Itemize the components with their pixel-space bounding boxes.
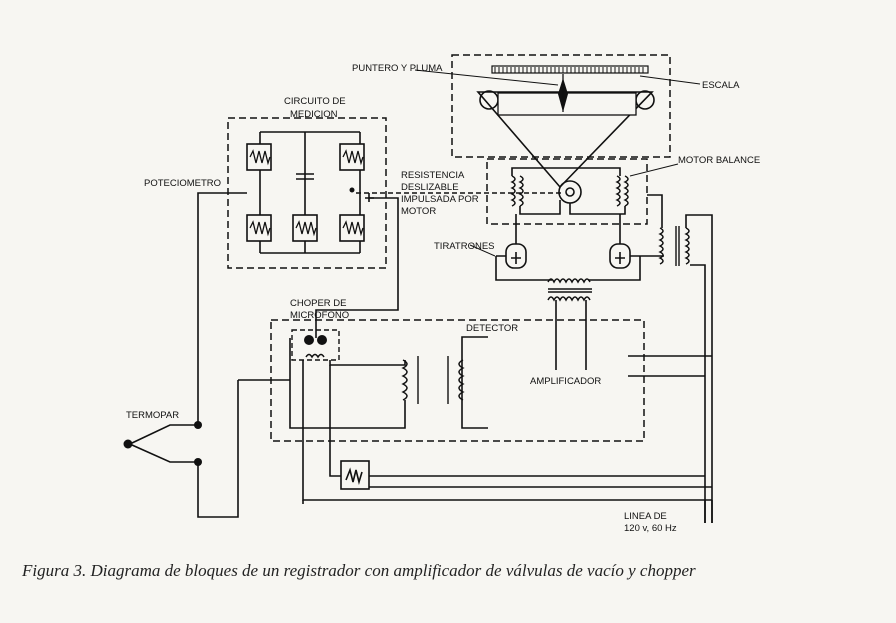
rotor xyxy=(558,180,582,204)
caption-text: Diagrama de bloques de un registrador co… xyxy=(90,561,696,580)
label-circuito-2: MEDICION xyxy=(290,109,338,120)
label-circuito-1: CIRCUITO DE xyxy=(284,96,346,107)
label-linea-2: 120 v, 60 Hz xyxy=(624,523,677,534)
chopper-box xyxy=(291,329,340,361)
label-linea-1: LINEA DE xyxy=(624,511,667,522)
figure-caption: Figura 3. Diagrama de bloques de un regi… xyxy=(22,561,882,581)
resistor xyxy=(292,214,318,242)
motor-coil-left xyxy=(510,175,516,207)
caption-label: Figura 3. xyxy=(22,561,87,580)
thermocouple xyxy=(123,421,202,466)
potentiometer-lead xyxy=(197,192,247,425)
label-detector: DETECTOR xyxy=(466,323,518,334)
slider-contact xyxy=(349,187,355,193)
resistor xyxy=(246,214,272,242)
label-resistencia-3: IMPULSADA POR xyxy=(401,194,479,205)
thyratrons xyxy=(469,194,713,523)
recorder-head xyxy=(414,54,701,189)
label-escala: ESCALA xyxy=(702,80,740,91)
motor-coil-right xyxy=(615,175,621,207)
pulley-left xyxy=(479,90,499,110)
motor-balance xyxy=(486,158,679,225)
resistor xyxy=(339,214,365,242)
input-coil xyxy=(401,359,408,401)
label-chopper-2: MICROFONO xyxy=(290,310,349,321)
label-chopper-1: CHOPER DE xyxy=(290,298,346,309)
label-motor-balance: MOTOR BALANCE xyxy=(678,155,760,166)
label-resistencia-2: DESLIZABLE xyxy=(401,182,459,193)
label-resistencia-1: RESISTENCIA xyxy=(401,170,465,181)
scale-strip xyxy=(491,65,649,74)
transformer-mid xyxy=(547,278,591,284)
resistor xyxy=(246,143,272,171)
scale-ticks xyxy=(494,67,644,73)
resistors xyxy=(246,143,365,242)
heater-resistor xyxy=(340,460,370,490)
label-amplificador: AMPLIFICADOR xyxy=(530,376,601,387)
label-tiratrones: TIRATRONES xyxy=(434,241,495,252)
amplifier-block xyxy=(270,319,712,442)
measurement-circuit xyxy=(227,117,387,269)
label-resistencia-4: MOTOR xyxy=(401,206,436,217)
label-puntero: PUNTERO Y PLUMA xyxy=(352,63,443,74)
resistor xyxy=(339,143,365,171)
transformer-right xyxy=(658,227,664,265)
label-termopar: TERMOPAR xyxy=(126,410,179,421)
label-potenciometro: POTECIOMETRO xyxy=(144,178,221,189)
